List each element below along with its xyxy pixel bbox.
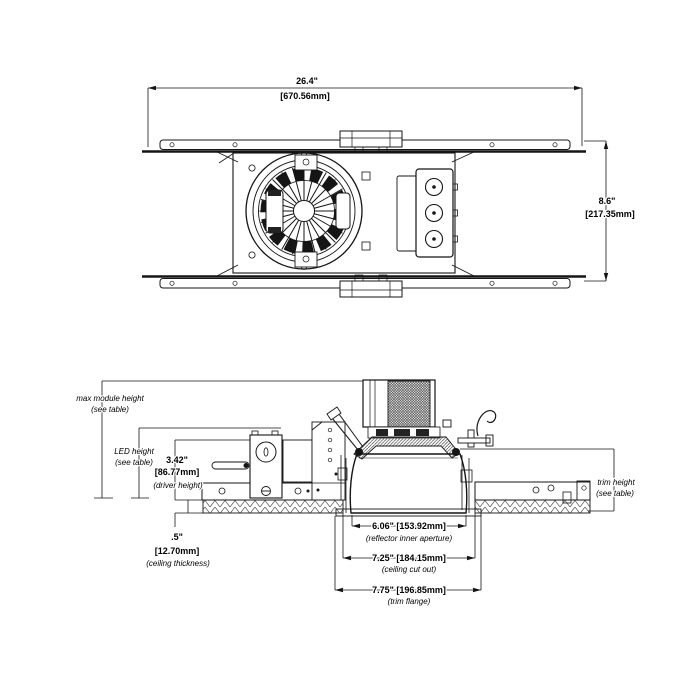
spring-hardware (442, 410, 497, 448)
trim-flange (335, 508, 482, 517)
label-led-height-2: (see table) (115, 458, 153, 467)
knockout-1 (424, 177, 444, 197)
label-driver-in: 3.42" (166, 455, 188, 465)
label-flange-value: 7.75" [196.85mm] (372, 585, 446, 595)
label-width-mm: [670.56mm] (280, 91, 330, 101)
dim-trim-height (460, 448, 615, 512)
dim-driver-height (174, 439, 250, 501)
trim-channel-left (337, 455, 348, 513)
dim-led-height (131, 427, 281, 499)
label-driver-note: (driver height) (153, 481, 203, 490)
label-driver-mm: [86.77mm] (155, 467, 200, 477)
junction-box-side (211, 430, 283, 499)
label-led-height-1: LED height (114, 447, 154, 456)
label-ceiling-in: .5" (171, 532, 183, 542)
label-trim-height-1: trim height (597, 478, 635, 487)
label-aperture-value: 6.06" [153.92mm] (372, 521, 446, 531)
label-cutout-note: (ceiling cut out) (382, 565, 437, 574)
label-max-module-2: (see table) (91, 405, 129, 414)
bar-clamp-top (339, 130, 403, 154)
driver-block (282, 439, 313, 483)
led-module (362, 379, 436, 428)
dim-ceiling-thickness (174, 500, 203, 527)
top-view-plan (142, 85, 609, 298)
adjust-bracket-plate (311, 421, 346, 501)
dim-max-module-height (94, 380, 363, 499)
knockout-2 (424, 203, 444, 223)
dim-overall-width (147, 87, 606, 147)
label-depth-in: 8.6" (599, 196, 616, 206)
label-cutout-value: 7.25" [184.15mm] (372, 553, 446, 563)
bar-clamp-bottom (339, 274, 403, 298)
label-ceiling-mm: [12.70mm] (155, 546, 200, 556)
label-max-module-1: max module height (76, 394, 144, 403)
dim-reflector-aperture (351, 515, 467, 527)
section-bar-right (474, 480, 591, 504)
knockout-3 (424, 229, 444, 249)
reflector-cone (349, 453, 468, 514)
junction-box-plan (396, 168, 458, 258)
section-view (94, 379, 615, 593)
label-width-in: 26.4" (296, 76, 318, 86)
aiming-arm (326, 406, 364, 451)
label-flange-note: (trim flange) (388, 597, 431, 606)
ceiling-right (474, 499, 591, 514)
fan-clip-bottom (294, 251, 318, 268)
latch-rod (211, 461, 250, 470)
labels: 26.4" [670.56mm] 8.6" [217.35mm] max mod… (75, 75, 637, 608)
label-aperture-note: (reflector inner aperture) (366, 534, 453, 543)
wire-hook (476, 410, 497, 437)
led-rail-left (265, 189, 284, 234)
dim-ceiling-cutout (342, 513, 476, 559)
heatsink-fan (245, 152, 363, 270)
ceiling-left (202, 499, 344, 514)
label-ceiling-note: (ceiling thickness) (146, 559, 210, 568)
fan-clip-top (294, 154, 318, 171)
led-rail-right (335, 192, 351, 230)
label-depth-mm: [217.35mm] (585, 209, 635, 219)
trim-ring-band (353, 436, 460, 460)
dim-trim-flange (334, 516, 482, 591)
label-trim-height-2: (see table) (596, 489, 634, 498)
dim-overall-depth (584, 141, 607, 282)
heatsink-block (387, 380, 431, 428)
